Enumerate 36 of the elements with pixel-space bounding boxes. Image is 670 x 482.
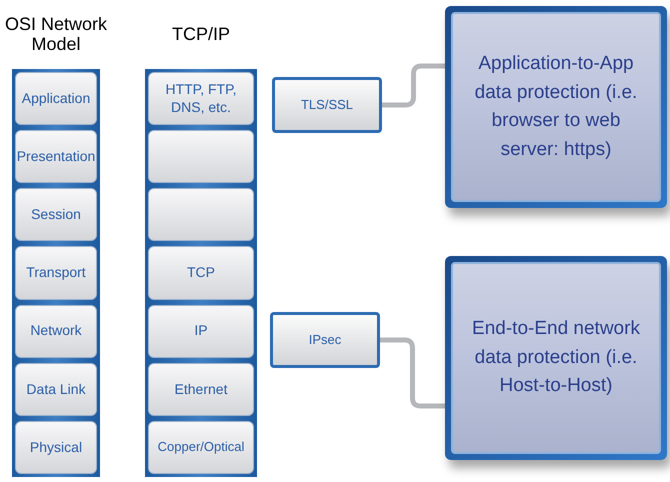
- layer-label: IP: [194, 322, 208, 340]
- layer-box: [148, 420, 254, 474]
- layer-box: [148, 362, 254, 416]
- layer-label: Transport: [26, 264, 86, 282]
- connector-line: [380, 338, 445, 408]
- description-panel: [445, 256, 667, 460]
- column-heading: TCP/IP: [172, 24, 230, 44]
- layer-box: [148, 304, 254, 358]
- layer-box: [15, 304, 97, 358]
- layer-label: Ethernet: [174, 380, 228, 398]
- layer-box: [15, 72, 97, 126]
- layer-label: TCP: [187, 264, 215, 282]
- connector-line: [382, 64, 445, 108]
- layer-box: [15, 362, 97, 416]
- layer-label: Application: [22, 90, 90, 108]
- layer-box: [15, 130, 97, 184]
- description-text: End-to-End network data protection (i.e. Host-to-Host): [471, 317, 641, 398]
- protocol-box: IPsec: [270, 312, 380, 368]
- layer-box: [148, 72, 254, 126]
- protocol-box: TLS/SSL: [272, 77, 382, 133]
- layer-label: HTTP, FTP, DNS, etc.: [164, 81, 238, 116]
- layer-box: [15, 246, 97, 300]
- layer-box: [148, 246, 254, 300]
- description-text: Application-to-App data protection (i.e. browser to web server: https): [474, 52, 638, 162]
- layer-label: Copper/Optical: [158, 439, 244, 456]
- empty-layer-box: [148, 188, 254, 242]
- description-panel: [445, 6, 667, 208]
- empty-layer-box: [148, 130, 254, 184]
- layer-label: Data Link: [26, 380, 86, 398]
- layer-label: Network: [30, 322, 82, 340]
- layer-box: [15, 420, 97, 474]
- layer-box: [15, 188, 97, 242]
- column-heading: OSI Network Model: [4, 14, 108, 54]
- layer-label: Physical: [30, 438, 82, 456]
- layer-label: Presentation: [16, 148, 96, 166]
- layer-label: Session: [31, 206, 81, 224]
